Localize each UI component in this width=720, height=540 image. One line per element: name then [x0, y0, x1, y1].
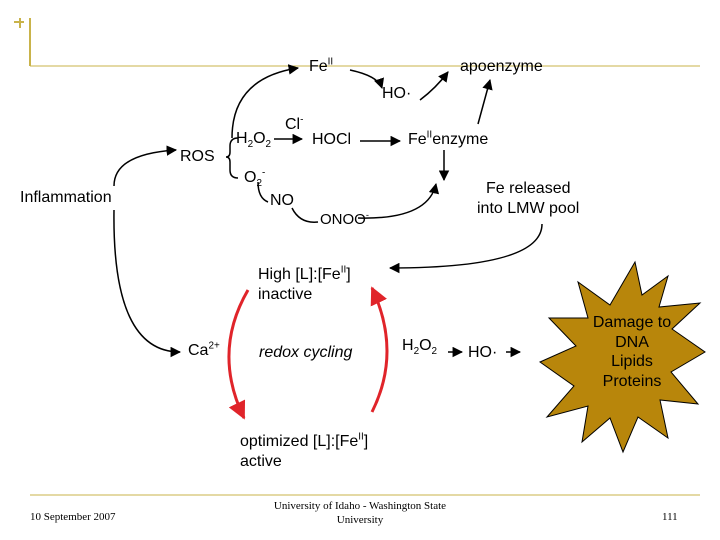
arrow-lmw-to-high [388, 223, 543, 274]
feii-enzyme-label: FeIIenzyme [408, 129, 489, 148]
arrow-fe-to-ho [349, 69, 384, 89]
slide-frame [14, 18, 700, 496]
h2o2-right-label: H2O2 [402, 337, 438, 358]
hocl-label: HOCl [312, 131, 352, 148]
optimized-ratio-label: optimized [L]:[FeII] [240, 431, 369, 450]
superoxide-label: O2- [244, 167, 266, 190]
damage-label: Damage to DNA Lipids Proteins [570, 313, 694, 391]
active-label: active [240, 453, 282, 470]
page-number: 111 [662, 511, 678, 523]
fe-released-label: Fe released [486, 180, 571, 197]
footer-date: 10 September 2007 [30, 511, 116, 523]
red-arc-left [227, 289, 250, 420]
footer-university: University of Idaho - Washington State U… [250, 500, 470, 528]
damage-line-3: Lipids [611, 353, 653, 371]
high-ratio-label: High [L]:[FeII] [258, 264, 351, 283]
damage-line-2: DNA [615, 333, 649, 351]
footer-university-line-2: University [336, 513, 384, 526]
arrow-o2-to-no [257, 181, 269, 203]
arrow-onoo-to-feenzyme [357, 182, 440, 219]
arrow-ho-to-apoenzyme [419, 71, 449, 101]
inactive-label: inactive [258, 286, 313, 303]
nitric-oxide-label: NO [270, 192, 294, 209]
ros-brace [225, 137, 239, 179]
damage-line-4: Proteins [602, 372, 662, 390]
peroxynitrite-label: ONOO- [320, 210, 369, 228]
hydroxyl-radical-top: HO· [382, 85, 412, 102]
fe-ii-label: FeII [309, 56, 334, 75]
chloride-label: Cl- [285, 114, 304, 133]
arrow-inflammation-to-ca [113, 209, 182, 358]
h2o2-label: H2O2 [236, 130, 272, 151]
hydroxyl-radical-right: HO· [468, 344, 498, 361]
apoenzyme-label: apoenzyme [460, 58, 543, 75]
calcium-label: Ca2+ [188, 340, 220, 359]
ros-label: ROS [180, 148, 215, 165]
arrow-feenzyme-to-apoenzyme [477, 78, 493, 125]
arrow-inflammation-to-ros [113, 145, 178, 187]
footer-university-line-1: University of Idaho - Washington State [273, 500, 447, 512]
red-arc-right [370, 286, 389, 413]
arrow-no-to-onoo [291, 207, 319, 223]
lmw-pool-label: into LMW pool [477, 200, 580, 217]
inflammation-label: Inflammation [20, 189, 112, 206]
damage-starburst [538, 260, 706, 454]
redox-cycling-label: redox cycling [259, 344, 353, 361]
damage-line-1: Damage to [592, 314, 672, 331]
arrow-ros-to-fe [231, 64, 300, 139]
